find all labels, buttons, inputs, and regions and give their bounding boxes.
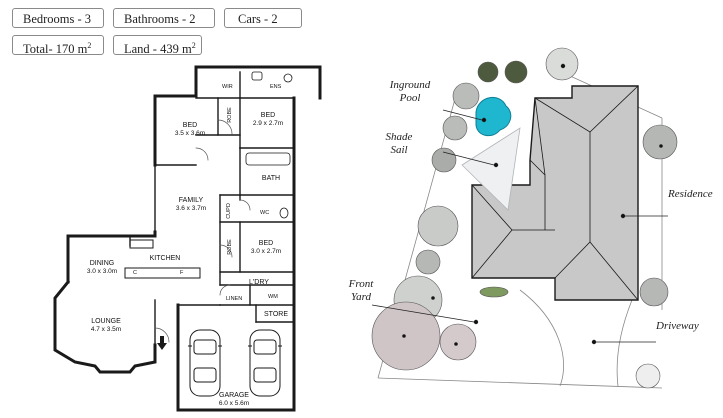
wall-dining-top — [66, 230, 157, 284]
bed2-dim: 2.9 x 2.7m — [252, 120, 284, 127]
total-area-unit-sup: 2 — [87, 41, 92, 50]
dining-name: DINING — [89, 260, 115, 267]
land-area-unit-sup: 2 — [191, 41, 196, 50]
wall-bed1-left — [153, 65, 198, 98]
cars-text: Cars - 2 — [238, 12, 278, 26]
kitchen-f-label: F — [180, 270, 184, 276]
bedrooms-badge: Bedrooms - 3 — [12, 8, 104, 28]
ensuite-label: ENS — [270, 84, 282, 90]
total-area-text: Total- 170 m — [23, 42, 88, 57]
residence-label: Residence — [668, 188, 713, 200]
front-yard-label: Front Yard — [348, 278, 374, 303]
bath-tub — [245, 152, 291, 166]
wc-label: WC — [260, 210, 270, 216]
land-area-text: Land - 439 m — [124, 42, 192, 57]
bath-label: BATH — [261, 175, 281, 182]
store-label: STORE — [264, 311, 288, 318]
lounge-dim: 4.7 x 3.5m — [90, 326, 122, 333]
kitchen-label: KITCHEN — [149, 255, 181, 262]
bed3-dim: 3.0 x 2.7m — [250, 248, 282, 255]
garage-car-right — [248, 329, 282, 397]
wir-label: WIR — [222, 84, 233, 90]
wall-lounge-bay — [53, 279, 157, 374]
bed3-name: BED — [258, 240, 274, 247]
lounge-name: LOUNGE — [91, 318, 121, 325]
kitchen-c-label: C — [133, 270, 137, 276]
land-area-badge: Land - 439 m2 — [113, 35, 202, 57]
dining-dim: 3.0 x 3.0m — [86, 268, 118, 275]
garage-name: GARAGE — [219, 392, 249, 399]
shade-sail — [461, 127, 521, 211]
bathrooms-badge: Bathrooms - 2 — [113, 8, 215, 28]
entry-arrow-icon — [157, 336, 167, 350]
bed1-name: BED — [182, 122, 198, 129]
trees — [371, 47, 678, 389]
driveway-label: Driveway — [656, 320, 699, 332]
residence-roof — [471, 85, 639, 301]
pool-label: Inground Pool — [389, 79, 431, 104]
shade-sail-label: Shade Sail — [385, 131, 413, 156]
bedrooms-text: Bedrooms - 3 — [23, 12, 92, 26]
cars-badge: Cars - 2 — [224, 8, 302, 28]
family-name: FAMILY — [178, 197, 204, 204]
laundry-label: L'DRY — [249, 279, 269, 286]
inground-pool — [475, 97, 512, 137]
wall-top-ensuite — [194, 65, 322, 100]
garage-dim: 6.0 x 5.6m — [218, 400, 250, 407]
kitchen-bench — [124, 267, 201, 279]
linen-label: LINEN — [226, 296, 243, 302]
bathrooms-text: Bathrooms - 2 — [124, 12, 196, 26]
wm-label: WM — [268, 294, 278, 300]
family-dim: 3.6 x 3.7m — [175, 205, 207, 212]
total-area-badge: Total- 170 m2 — [12, 35, 104, 57]
bed2-name: BED — [260, 112, 276, 119]
bed1-dim: 3.5 x 3.6m — [174, 130, 206, 137]
wall-garage-left — [176, 303, 296, 412]
garage-car-left — [188, 329, 222, 397]
